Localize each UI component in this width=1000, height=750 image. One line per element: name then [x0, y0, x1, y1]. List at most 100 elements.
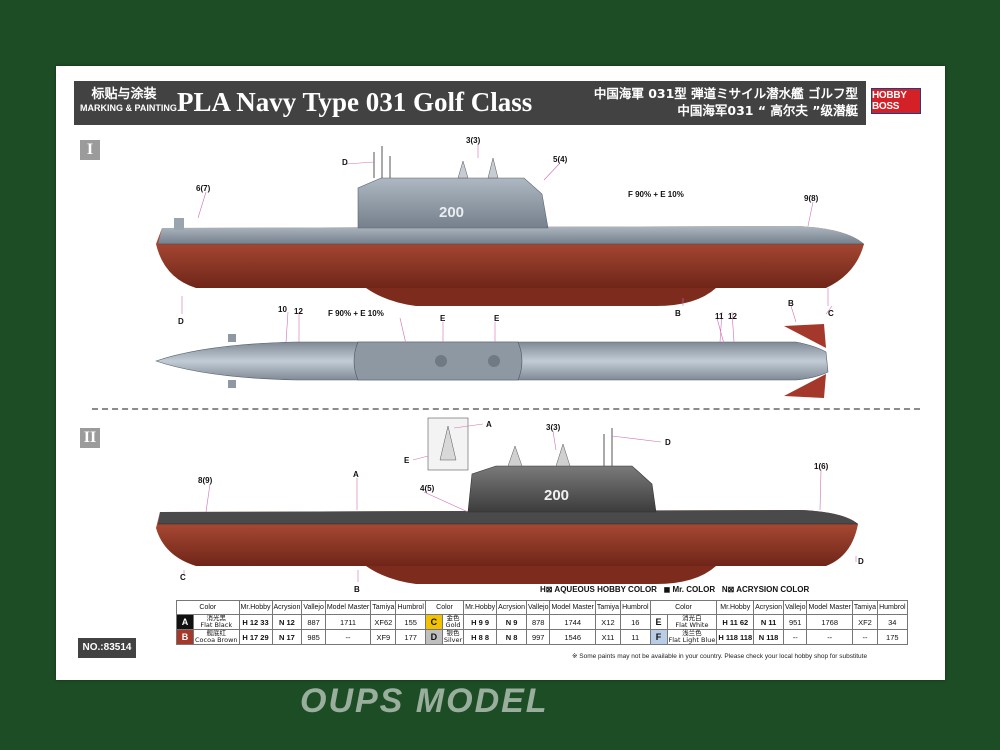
submarine-drawings: 200 200 [155, 136, 864, 594]
hull-number-2: 200 [544, 487, 569, 504]
color-name-e-cn: 消光白 [682, 614, 702, 622]
mrhobby-e: H 11 62 [716, 614, 755, 630]
section-badge-1: I [80, 140, 100, 160]
mrhobby-d: H 8 8 [463, 629, 498, 645]
color-name-a-en: Flat Black [200, 621, 233, 629]
th-humbrol-1: Humbrol [395, 600, 426, 615]
header-bar: 标贴与涂装 MARKING & PAINTING PLA Navy Type 0… [74, 81, 866, 125]
callout-d-2: D [178, 317, 184, 326]
color-name-c-cn: 金色 [446, 614, 460, 622]
instruction-sheet: 标贴与涂装 MARKING & PAINTING PLA Navy Type 0… [56, 66, 945, 680]
th-acrysion-3: Acrysion [753, 600, 784, 615]
paint-table: Color Mr.Hobby Acrysion Vallejo Model Ma… [176, 600, 908, 645]
tamiya-f: -- [851, 629, 879, 645]
side-view-dark-submarine: 200 [156, 417, 858, 584]
acrysion-e: N 11 [753, 614, 784, 630]
humbrol-b: 177 [395, 629, 426, 645]
color-name-e-en: Flat White [675, 621, 709, 629]
footnote: ※ Some paints may not be available in yo… [572, 653, 868, 660]
th-modelmaster-1: Model Master [324, 600, 372, 615]
side-view-grey-submarine: 200 [156, 146, 864, 306]
callout-10: 10 [278, 305, 287, 314]
callout-d-4: D [858, 557, 864, 566]
callout-mix-2: F 90% + E 10% [328, 309, 384, 318]
callout-3-3-2: 3(3) [546, 423, 561, 432]
brand-logo-text: HOBBY BOSS [871, 88, 921, 114]
callout-12-2: 12 [728, 312, 737, 321]
marking-label-cn: 标贴与涂装 [91, 87, 157, 102]
watermark: OUPS MODEL [300, 682, 549, 720]
th-color-3: Color [649, 600, 718, 615]
humbrol-d: 11 [620, 629, 651, 645]
th-vallejo-3: Vallejo [782, 600, 808, 615]
mrhobby-b: H 17 29 [238, 629, 273, 645]
th-vallejo-2: Vallejo [525, 600, 551, 615]
modelmaster-f: -- [806, 629, 853, 645]
th-tamiya-2: Tamiya [594, 600, 622, 615]
marking-label: 标贴与涂装 MARKING & PAINTING [80, 87, 177, 115]
tamiya-a: XF62 [370, 614, 397, 630]
legend-h-code: H [540, 585, 546, 594]
callout-11-1: 11 [715, 312, 724, 321]
th-acrysion-1: Acrysion [271, 600, 303, 615]
acrysion-c: N 9 [496, 614, 527, 630]
section-divider [92, 408, 920, 410]
swatch-d: D [424, 629, 443, 645]
color-name-d-en: Silver [443, 636, 463, 644]
tamiya-b: XF9 [370, 629, 397, 645]
swatch-c: C [424, 614, 443, 630]
callout-c-1: C [828, 309, 834, 318]
mrhobby-a: H 12 33 [238, 614, 273, 630]
mrhobby-f: H 118 118 [716, 629, 755, 645]
vallejo-c: 878 [525, 614, 551, 630]
swatch-e: E [649, 614, 668, 630]
legend-m-icon: ◼ [663, 585, 671, 594]
swatch-a: A [176, 614, 194, 630]
th-modelmaster-2: Model Master [549, 600, 596, 615]
acrysion-b: N 17 [271, 629, 303, 645]
callout-12-1: 12 [294, 307, 303, 316]
title-translations: 中国海軍 031型 弾道ミサイル潜水艦 ゴルフ型 中国海军031 “ 高尔夫 ”… [594, 85, 858, 119]
acrysion-d: N 8 [496, 629, 527, 645]
th-mrhobby-1: Mr.Hobby [238, 600, 273, 615]
vallejo-f: -- [782, 629, 808, 645]
color-name-f-cn: 浅兰色 [682, 629, 702, 637]
callout-c-2: C [180, 573, 186, 582]
humbrol-c: 16 [620, 614, 651, 630]
legend-h-text: AQUEOUS HOBBY COLOR [552, 585, 657, 594]
paint-table-header: Color Mr.Hobby Acrysion Vallejo Model Ma… [176, 600, 908, 615]
mrhobby-c: H 9 9 [463, 614, 498, 630]
marking-label-en: MARKING & PAINTING [80, 103, 177, 113]
tamiya-e: XF2 [851, 614, 879, 630]
modelmaster-b: -- [324, 629, 372, 645]
vallejo-a: 887 [301, 614, 326, 630]
callout-e-1: E [440, 314, 446, 323]
modelmaster-c: 1744 [549, 614, 596, 630]
th-tamiya-3: Tamiya [851, 600, 879, 615]
callout-4-5: 4(5) [420, 484, 435, 493]
color-name-c-en: Gold [445, 621, 461, 629]
hull-number-1: 200 [439, 204, 464, 221]
callout-a-1: A [353, 470, 359, 479]
callout-b-2: B [788, 299, 794, 308]
th-humbrol-3: Humbrol [877, 600, 908, 615]
title-japanese: 中国海軍 031型 弾道ミサイル潜水艦 ゴルフ型 [593, 86, 858, 101]
brand-logo: HOBBY BOSS [868, 83, 924, 123]
vallejo-b: 985 [301, 629, 326, 645]
color-name-a-cn: 消光黑 [206, 614, 227, 622]
section-badge-2: II [80, 428, 100, 448]
th-mrhobby-2: Mr.Hobby [463, 600, 498, 615]
swatch-f: F [649, 629, 668, 645]
page-title: PLA Navy Type 031 Golf Class [177, 87, 533, 117]
color-name-d-cn: 银色 [446, 629, 460, 637]
vallejo-d: 997 [525, 629, 551, 645]
callout-mix-1: F 90% + E 10% [628, 190, 684, 199]
color-name-b-cn: 舰底红 [206, 629, 227, 637]
